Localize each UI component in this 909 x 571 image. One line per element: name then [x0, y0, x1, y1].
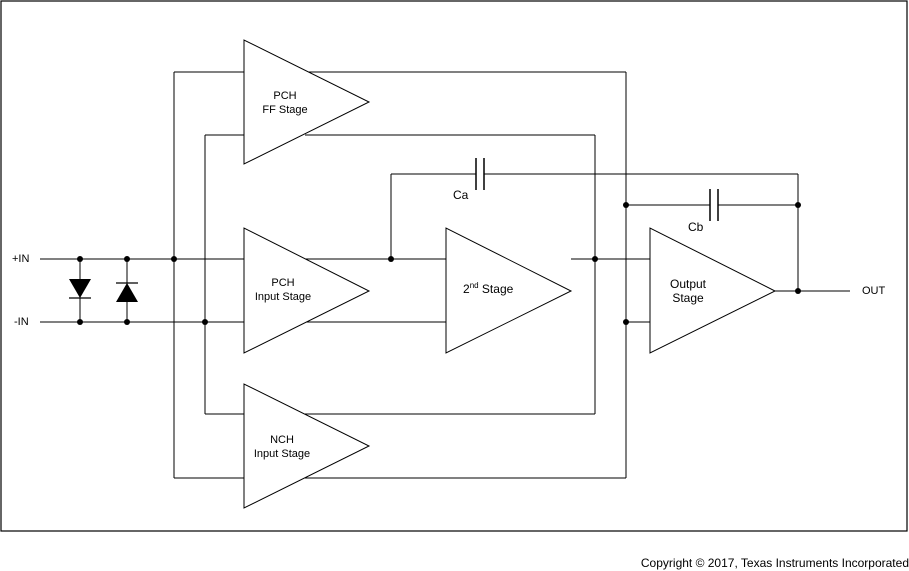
capacitor-cb-symbol	[709, 189, 719, 221]
pch-ff-stage-label-1: PCH	[273, 90, 296, 102]
output-stage-triangle	[649, 227, 777, 354]
nch-input-stage-label-1: NCH	[270, 434, 294, 446]
nch-input-stage-label-2: Input Stage	[254, 448, 310, 460]
junction-dots	[77, 202, 801, 325]
wires	[40, 71, 850, 479]
copyright-footer: Copyright © 2017, Texas Instruments Inco…	[640, 556, 909, 570]
diode-left-symbol	[69, 279, 91, 299]
pch-input-stage-label-2: Input Stage	[255, 291, 311, 303]
output-stage-label-2: Stage	[672, 291, 704, 305]
second-stage-suffix: Stage	[479, 282, 514, 296]
minus-in-label: -IN	[14, 316, 29, 328]
second-stage-triangle	[445, 227, 573, 354]
diagram-border	[0, 0, 908, 532]
pch-input-stage-triangle	[243, 227, 371, 354]
plus-in-label: +IN	[12, 253, 29, 265]
pch-ff-stage-triangle	[243, 39, 371, 165]
second-stage-label: 2nd Stage	[463, 281, 514, 296]
out-label: OUT	[862, 285, 886, 297]
output-stage-label-1: Output	[670, 277, 707, 291]
capacitor-cb-label: Cb	[688, 220, 704, 234]
capacitor-ca-label: Ca	[453, 188, 469, 202]
nch-input-stage-triangle	[243, 383, 371, 509]
second-stage-prefix: 2	[463, 282, 470, 296]
pch-ff-stage-label-2: FF Stage	[262, 104, 307, 116]
diode-right-symbol	[116, 282, 138, 302]
second-stage-sup: nd	[470, 281, 479, 290]
capacitor-ca-symbol	[475, 158, 485, 190]
pch-input-stage-label-1: PCH	[271, 277, 294, 289]
